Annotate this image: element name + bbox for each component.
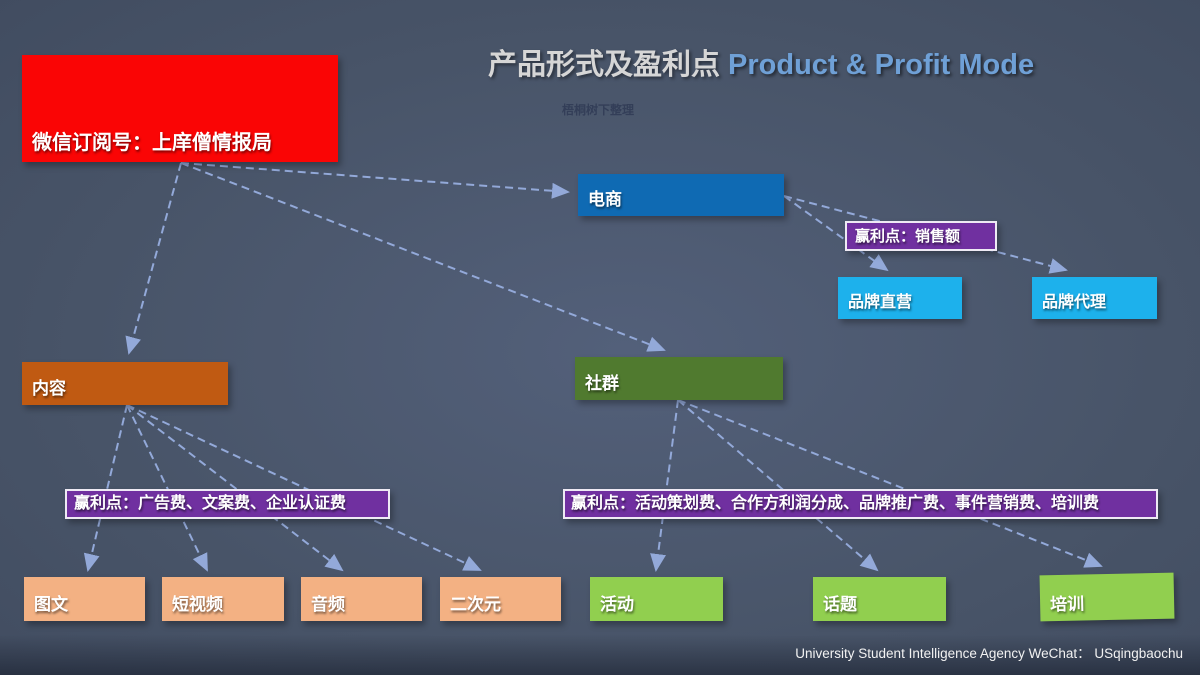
node-label: 品牌直营 — [848, 294, 913, 311]
profit-badge-ecommerce: 赢利点：销售额 — [845, 221, 997, 251]
node-community: 社群 — [575, 357, 783, 400]
edge-content-short-video — [126, 404, 208, 572]
edge-ecommerce-brand-direct — [783, 195, 889, 272]
node-label: 品牌代理 — [1042, 294, 1107, 311]
node-label: 电商 — [588, 190, 622, 209]
node-label: 内容 — [32, 379, 66, 398]
node-brand-agency: 品牌代理 — [1032, 277, 1157, 319]
edge-content-anime — [126, 404, 482, 571]
title-english: Product & Profit Mode — [728, 49, 1035, 81]
title-chinese: 产品形式及盈利点 — [488, 49, 721, 81]
node-label: 音频 — [311, 595, 345, 614]
node-content: 内容 — [22, 362, 228, 405]
profit-label: 赢利点：广告费、文案费、企业认证费 — [74, 495, 347, 512]
node-audio: 音频 — [301, 577, 422, 621]
node-topic: 话题 — [813, 577, 946, 621]
node-brand-direct: 品牌直营 — [838, 277, 962, 319]
node-label: 短视频 — [172, 595, 223, 614]
subtitle-credit: 梧桐树下整理 — [562, 103, 635, 117]
node-label: 话题 — [823, 595, 857, 614]
node-training: 培训 — [1039, 572, 1175, 622]
node-label: 培训 — [1049, 594, 1085, 615]
node-label: 微信订阅号：上庠僧情报局 — [32, 132, 272, 154]
profit-label: 赢利点：活动策划费、合作方利润分成、品牌推广费、事件营销费、培训费 — [571, 495, 1100, 512]
node-label: 社群 — [585, 374, 619, 393]
profit-badge-community: 赢利点：活动策划费、合作方利润分成、品牌推广费、事件营销费、培训费 — [563, 489, 1158, 519]
node-label: 二次元 — [450, 595, 501, 614]
edge-root-community — [180, 162, 666, 352]
edge-content-audio — [126, 404, 344, 572]
node-activity: 活动 — [590, 577, 723, 621]
edge-content-graphic-text — [83, 404, 128, 572]
edge-community-activity — [650, 399, 679, 572]
node-graphic-text: 图文 — [24, 577, 145, 621]
edge-community-training — [677, 399, 1103, 568]
node-wechat-account: 微信订阅号：上庠僧情报局 — [22, 55, 338, 162]
edge-root-content — [125, 162, 182, 355]
node-label: 图文 — [34, 595, 68, 614]
profit-label: 赢利点：销售额 — [855, 227, 961, 245]
footer-credit: University Student Intelligence Agency W… — [795, 646, 1183, 661]
node-short-video: 短视频 — [162, 577, 284, 621]
node-ecommerce: 电商 — [578, 174, 784, 216]
edge-community-topic — [677, 399, 879, 572]
edge-root-ecommerce — [180, 162, 570, 199]
node-label: 活动 — [600, 595, 634, 614]
profit-badge-content: 赢利点：广告费、文案费、企业认证费 — [65, 489, 390, 519]
node-anime: 二次元 — [440, 577, 561, 621]
